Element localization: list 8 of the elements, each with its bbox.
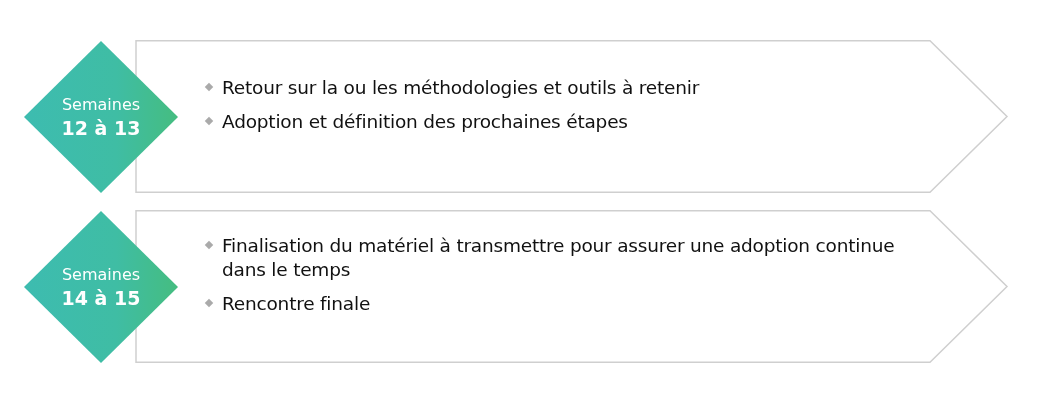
week-range-label: 12 à 13 [61, 116, 141, 140]
bullet-text: Rencontre finale [222, 291, 371, 316]
bullet-text: Finalisation du matériel à transmettre pour assurer une adoption continue dans le temps [222, 233, 896, 282]
bullet-text: Retour sur la ou les méthodologies et outils à retenir [222, 75, 700, 100]
weeks-label: Semaines [61, 94, 141, 116]
week-range-label: 14 à 15 [61, 286, 141, 310]
weeks-label: Semaines [61, 264, 141, 286]
bullet-text: Adoption et définition des prochaines étapes [222, 109, 628, 134]
